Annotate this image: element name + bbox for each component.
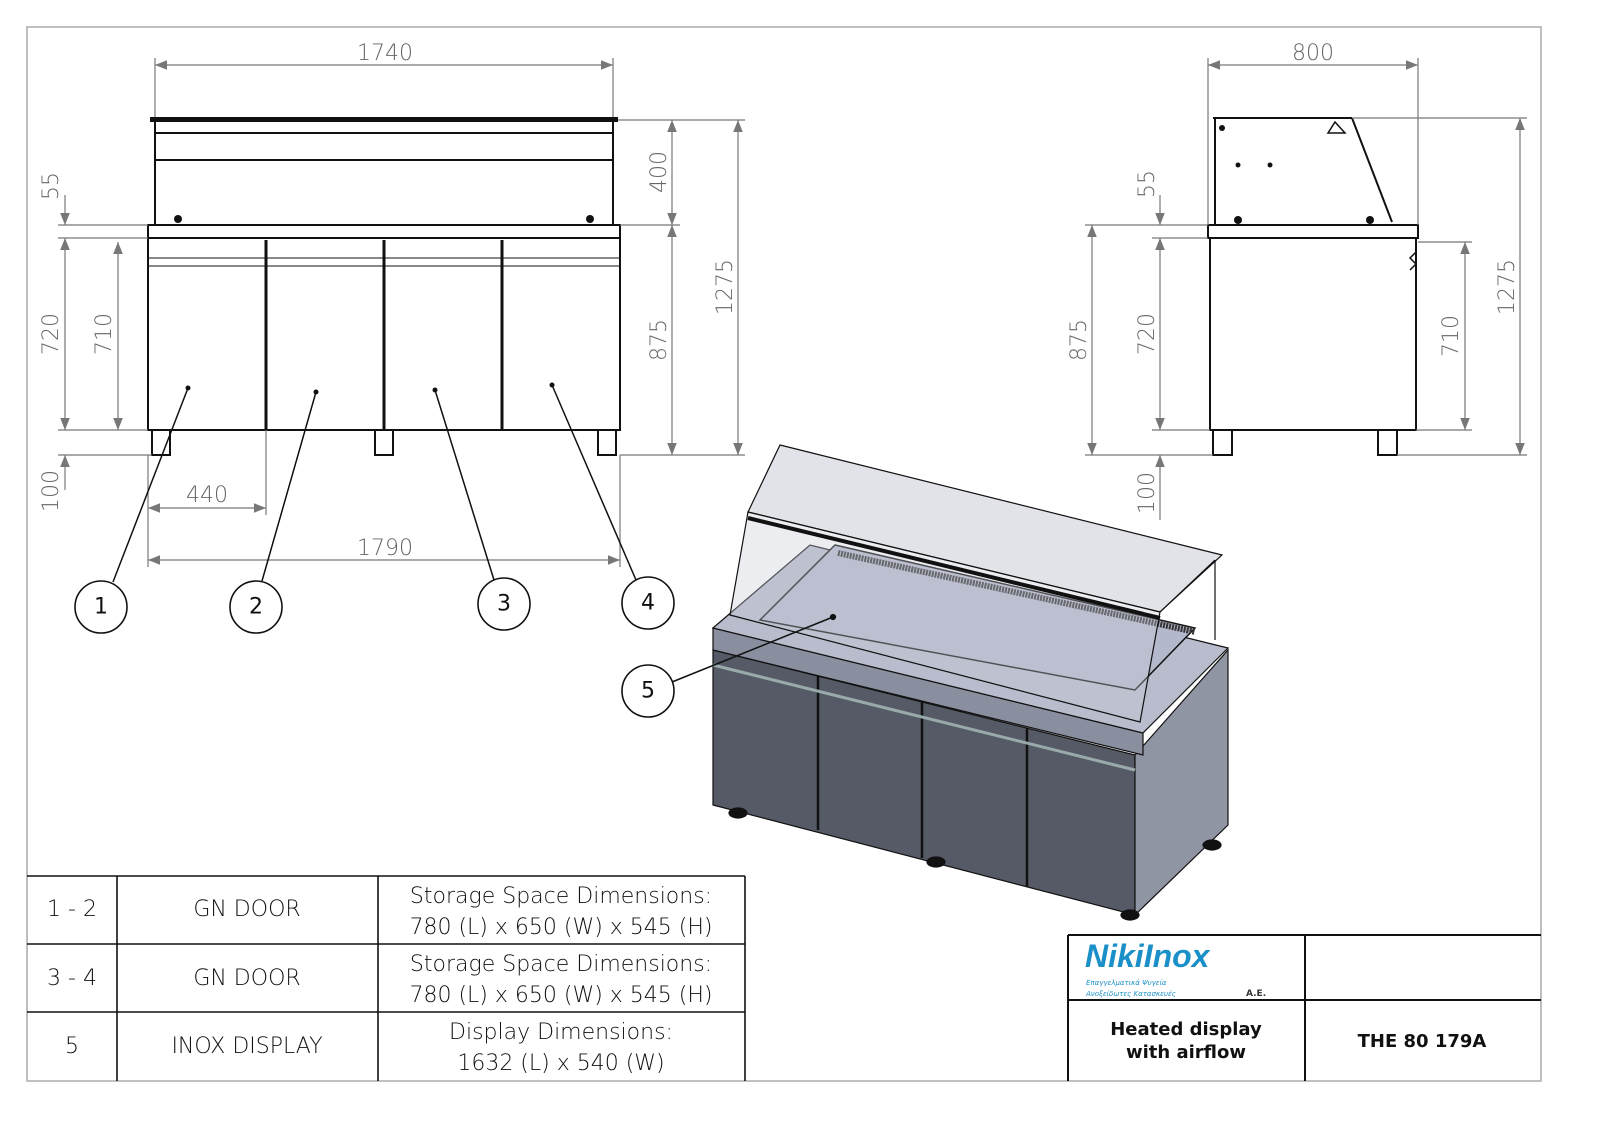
isometric-view: 5 (621, 444, 1230, 921)
balloon-5: 5 (621, 664, 675, 718)
svg-text:Storage Space Dimensions:: Storage Space Dimensions: (410, 884, 712, 909)
svg-text:780 (L) x 650 (W) x 545 (H): 780 (L) x 650 (W) x 545 (H) (409, 915, 712, 940)
dim-720: 720 (39, 313, 64, 355)
dim-1790: 1790 (357, 536, 413, 561)
drawing-title-line1: Heated display (1110, 1019, 1262, 1040)
side-view: 800 55 875 720 100 710 1275 (1067, 41, 1527, 520)
balloon-2: 2 (229, 580, 283, 634)
drawing-code: THE 80 179A (1358, 1031, 1487, 1052)
table-row: 5 INOX DISPLAY Display Dimensions: 1632 … (65, 1020, 673, 1076)
svg-text:Ανοξείδωτες Κατασκευές: Ανοξείδωτες Κατασκευές (1085, 990, 1176, 998)
svg-text:2: 2 (249, 595, 263, 620)
svg-text:Storage Space Dimensions:: Storage Space Dimensions: (410, 952, 712, 977)
dim-55-side: 55 (1135, 170, 1160, 198)
svg-text:1: 1 (94, 595, 108, 620)
svg-text:Display Dimensions:: Display Dimensions: (449, 1020, 673, 1045)
svg-text:780 (L) x 650 (W) x 545 (H): 780 (L) x 650 (W) x 545 (H) (409, 983, 712, 1008)
dim-100-side: 100 (1135, 472, 1160, 514)
svg-text:4: 4 (641, 591, 655, 616)
svg-text:INOX DISPLAY: INOX DISPLAY (171, 1034, 322, 1059)
balloon-4: 4 (621, 576, 675, 630)
dim-800: 800 (1292, 41, 1334, 66)
svg-text:1632 (L) x 540 (W): 1632 (L) x 540 (W) (457, 1051, 664, 1076)
balloon-3: 3 (477, 577, 531, 631)
dim-710: 710 (92, 313, 117, 355)
nikiinox-logo: NikiInox Επαγγελματικά Ψυγεία Ανοξείδωτε… (1085, 938, 1266, 999)
dim-875: 875 (647, 319, 672, 361)
dim-100: 100 (39, 470, 64, 512)
svg-text:5: 5 (641, 679, 655, 704)
svg-text:GN DOOR: GN DOOR (193, 966, 300, 991)
dim-1275-side: 1275 (1495, 259, 1520, 315)
svg-text:1 - 2: 1 - 2 (47, 897, 97, 922)
sheet-border (26, 26, 1542, 1082)
svg-text:Επαγγελματικά Ψυγεία: Επαγγελματικά Ψυγεία (1086, 979, 1167, 987)
parts-table (27, 875, 746, 1081)
balloon-1: 1 (74, 580, 128, 634)
svg-text:GN DOOR: GN DOOR (193, 897, 300, 922)
title-block (1067, 934, 1541, 1081)
front-view: 1740 55 720 710 100 400 875 1275 440 179… (39, 41, 745, 634)
svg-text:5: 5 (65, 1034, 79, 1059)
drawing-title-line2: with airflow (1126, 1042, 1246, 1063)
table-row: 1 - 2 GN DOOR Storage Space Dimensions: … (47, 884, 712, 940)
svg-text:A.E.: A.E. (1246, 989, 1266, 999)
dim-440: 440 (186, 483, 228, 508)
svg-text:NikiInox: NikiInox (1085, 938, 1211, 974)
dim-875-side: 875 (1067, 319, 1092, 361)
dim-1740: 1740 (357, 41, 413, 66)
table-row: 3 - 4 GN DOOR Storage Space Dimensions: … (47, 952, 712, 1008)
dim-55: 55 (39, 172, 64, 200)
dim-400: 400 (647, 151, 672, 193)
svg-text:3: 3 (497, 592, 511, 617)
svg-text:3 - 4: 3 - 4 (47, 966, 97, 991)
dim-1275: 1275 (713, 259, 738, 315)
dim-710-side: 710 (1439, 315, 1464, 357)
dim-720-side: 720 (1135, 313, 1160, 355)
